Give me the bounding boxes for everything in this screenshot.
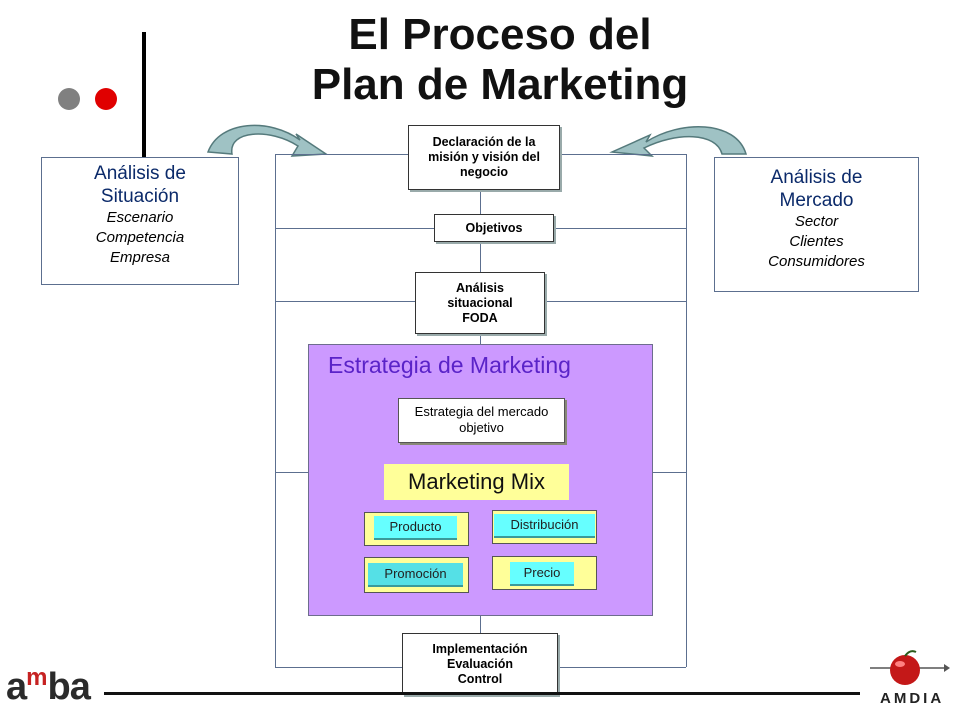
market-analysis-box: Análisis de Mercado Sector Clientes Cons… [714, 157, 919, 292]
situation-item: Escenario [106, 209, 174, 226]
gray-dot-icon [58, 88, 80, 110]
amdia-logo-text: AMDIA [880, 690, 945, 707]
situation-analysis-heading-1: Análisis de [94, 163, 186, 184]
objectives-node: Objetivos [434, 214, 554, 242]
situation-item: Competencia [95, 229, 185, 246]
amba-logo-ba: ba [47, 666, 90, 708]
decorative-vertical-bar [142, 32, 146, 182]
left-curved-arrow-icon [206, 124, 329, 157]
connector-line-mix-right [653, 472, 686, 473]
frame-left-line [275, 154, 276, 667]
situational-analysis-label-3: FODA [462, 310, 498, 325]
situation-item: Empresa [109, 249, 171, 266]
market-analysis-heading-2: Mercado [779, 190, 854, 211]
title-line-1: El Proceso del [348, 10, 652, 59]
implementation-label-3: Control [457, 671, 503, 686]
situational-analysis-label-1: Análisis [456, 280, 504, 295]
amba-logo-a: a [6, 666, 27, 708]
implementation-node: Implementación Evaluación Control [402, 633, 558, 695]
mission-vision-label: Declaración de la misión y visión del ne… [428, 135, 540, 179]
title-line-2: Plan de Marketing [311, 60, 689, 109]
target-market-strategy-label: Estrategia del mercado objetivo [414, 404, 549, 435]
center-spine-top [480, 190, 481, 344]
promotion-label: Promoción [368, 563, 463, 587]
objectives-label: Objetivos [465, 220, 523, 235]
amba-logo: amba [6, 664, 91, 709]
page-title: El Proceso del Plan de Marketing [250, 10, 750, 110]
implementation-label-2: Evaluación [447, 656, 513, 671]
distribution-label: Distribución [494, 514, 595, 538]
market-item: Sector [794, 213, 839, 230]
target-market-strategy-box: Estrategia del mercado objetivo [398, 398, 565, 443]
implementation-label-1: Implementación [432, 641, 528, 656]
amba-logo-m: m [26, 664, 48, 691]
marketing-mix-label: Marketing Mix [384, 464, 569, 500]
center-spine-bottom [480, 616, 481, 634]
mission-vision-node: Declaración de la misión y visión del ne… [408, 125, 560, 190]
price-label: Precio [510, 562, 574, 586]
right-curved-arrow-icon [609, 126, 748, 157]
situation-analysis-box: Análisis de Situación Escenario Competen… [41, 157, 239, 285]
market-item: Clientes [789, 233, 844, 250]
frame-right-line [686, 154, 687, 667]
situation-analysis-heading-2: Situación [100, 186, 180, 207]
product-label: Producto [374, 516, 457, 540]
market-item: Consumidores [768, 253, 865, 270]
market-analysis-heading-1: Análisis de [770, 167, 863, 188]
red-dot-icon [95, 88, 117, 110]
connector-line-mix-left [275, 472, 308, 473]
situational-analysis-label-2: situacional [447, 295, 513, 310]
footer-line [104, 692, 860, 695]
situational-analysis-node: Análisis situacional FODA [415, 272, 545, 334]
marketing-strategy-title: Estrategia de Marketing [328, 352, 571, 378]
amdia-apple-icon [870, 650, 950, 685]
